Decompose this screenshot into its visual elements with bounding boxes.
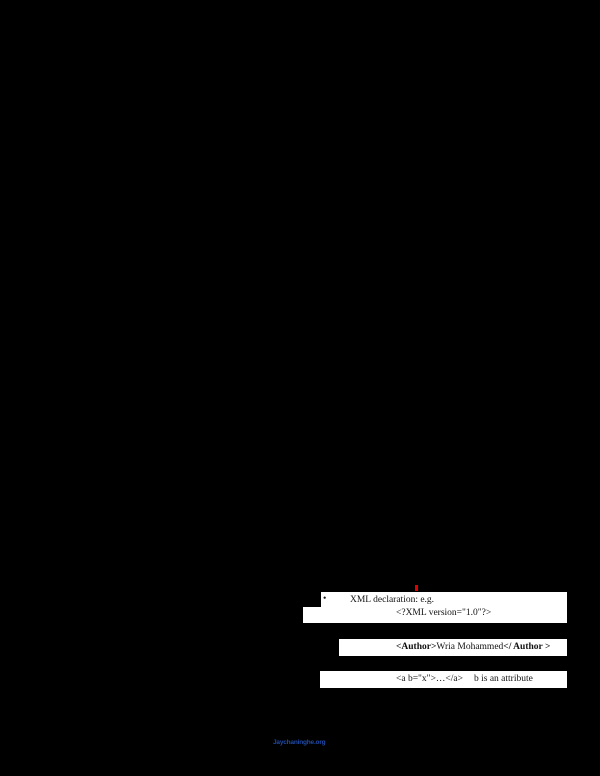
author-close-tag: </ Author > xyxy=(503,642,551,652)
list-item-3-note: b is an attribute xyxy=(474,674,533,684)
list-item-1-bottom-band xyxy=(303,607,567,623)
list-item-2-band xyxy=(339,639,567,656)
annotation-mark xyxy=(415,585,418,591)
footer-link[interactable]: Jaychaninghe.org xyxy=(273,739,326,746)
list-item-2-example: <Author>Wria Mohammed</ Author > xyxy=(396,642,550,652)
author-open-tag: <Author> xyxy=(396,642,437,652)
list-item-3-band xyxy=(320,671,567,688)
list-item-1-label: XML declaration: e.g. xyxy=(350,595,435,605)
bullet-icon: • xyxy=(323,594,327,604)
list-item-1-top-band xyxy=(321,592,567,608)
author-name: Wria Mohammed xyxy=(436,642,504,652)
list-item-1-example: <?XML version="1.0"?> xyxy=(396,608,492,618)
list-item-3-example: <a b="x">…</a> xyxy=(396,674,463,684)
